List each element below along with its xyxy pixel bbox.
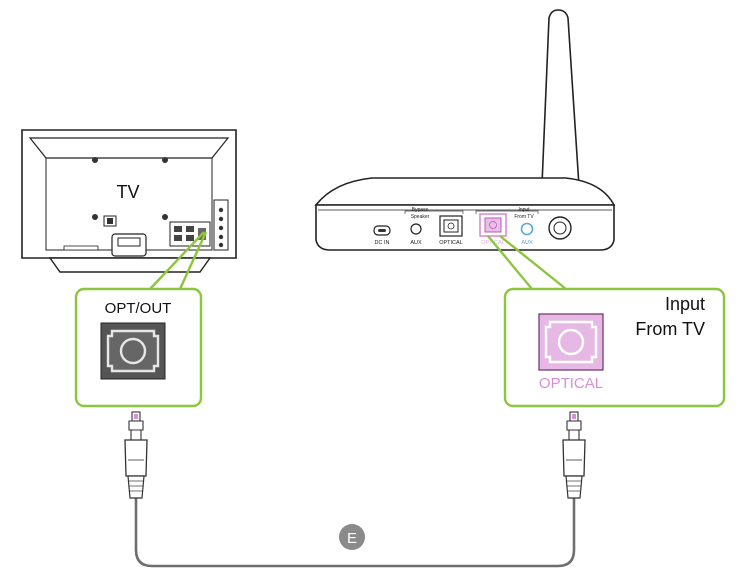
tv-vent-slot <box>63 245 99 251</box>
optical-cable: E <box>124 411 586 568</box>
dc-in-label: DC IN <box>375 240 390 246</box>
aux-input-label: AUX <box>521 240 533 246</box>
transmitter-device: DC IN Bypass Speaker AUX OPTICAL Input F… <box>314 9 616 251</box>
input-from-tv-callout: Input From TV OPTICAL <box>503 287 726 408</box>
transmitter-callout-pointer <box>487 235 567 290</box>
optical-bypass-label: OPTICAL <box>439 240 463 246</box>
tv-callout-pointer <box>149 231 208 290</box>
tv-label: TV <box>116 182 139 202</box>
tv-stand-bracket <box>117 237 141 247</box>
bypass-label: Bypass <box>412 207 429 213</box>
transmitter-front-panel <box>315 204 615 251</box>
tv-optical-port-icon <box>100 322 166 380</box>
tv-power-socket-pin <box>107 218 113 224</box>
cable-wire <box>134 498 576 568</box>
speaker-label: Speaker <box>411 214 430 220</box>
transmitter-optical-port-icon <box>538 313 604 371</box>
tv-stand-base <box>48 257 212 273</box>
tv-screw-hole <box>162 157 168 163</box>
optical-bypass-port <box>439 215 463 237</box>
cable-badge-label: E <box>347 530 357 547</box>
tv-screw-hole <box>92 157 98 163</box>
tv-screw-hole <box>92 214 98 220</box>
cable-badge: E <box>339 524 365 550</box>
opt-out-label: OPT/OUT <box>105 300 172 317</box>
callout-optical-label: OPTICAL <box>539 375 603 392</box>
tv-opt-out-callout: OPT/OUT <box>74 287 203 408</box>
cable-plug-left <box>124 411 148 499</box>
callout-title-line2: From TV <box>635 319 705 339</box>
transmitter-top <box>314 177 616 206</box>
dc-in-port: DC IN <box>373 225 391 246</box>
antenna-base-inner <box>553 221 567 235</box>
aux-bypass-port <box>410 223 422 235</box>
callout-title-line1: Input <box>665 294 705 314</box>
tv-screw-hole <box>162 214 168 220</box>
cable-plug-right <box>562 411 586 499</box>
bypass-speaker-group: Bypass Speaker AUX OPTICAL <box>404 207 464 246</box>
from-tv-group-label: From TV <box>514 214 534 220</box>
input-group-label: Input <box>518 207 530 213</box>
optical-input-port <box>479 213 507 237</box>
tv-rear-view: TV <box>21 129 237 273</box>
aux-bypass-label: AUX <box>410 240 422 246</box>
aux-input-port <box>520 222 534 236</box>
